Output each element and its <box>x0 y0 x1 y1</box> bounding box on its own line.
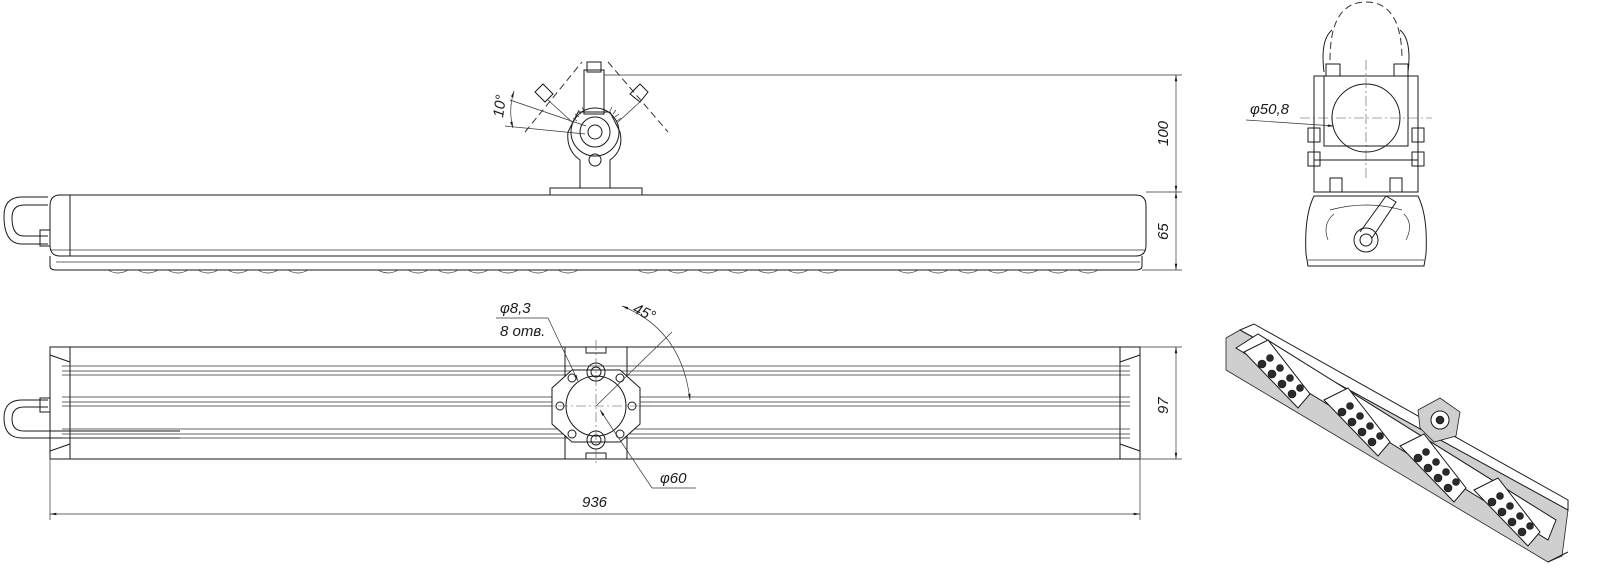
pipe-diameter-label: φ50,8 <box>1250 101 1290 118</box>
tilt-angle-label: 10° <box>490 94 510 119</box>
body-height-label: 65 <box>1155 223 1172 240</box>
overall-length-label: 936 <box>582 494 608 511</box>
bracket-plate-top <box>540 340 652 466</box>
pipe-dashed <box>1329 1 1403 61</box>
cable-loop-top <box>3 399 180 439</box>
side-bolts <box>1307 63 1425 193</box>
side-view: φ50,8 <box>1245 1 1432 267</box>
bracket-height-label: 100 <box>1155 120 1172 146</box>
body-profile <box>1305 195 1427 267</box>
front-view: 10° 100 65 <box>3 61 1182 274</box>
iso-bracket <box>1417 397 1461 443</box>
led-lens-row <box>107 269 1099 274</box>
led-modules <box>1243 339 1541 547</box>
top-view: φ8,3 8 отв. 45° φ60 97 936 <box>3 300 1182 520</box>
hole-angle-label: 45° <box>630 300 658 325</box>
isometric-view <box>1225 323 1569 563</box>
hole-diameter-label: φ8,3 <box>500 300 531 317</box>
cable-loop <box>3 196 48 245</box>
luminaire-body <box>49 194 1147 257</box>
mounting-bracket <box>524 61 669 196</box>
hole-count-label: 8 отв. <box>500 323 545 340</box>
flange-diameter-label: φ60 <box>660 470 687 487</box>
body-width-label: 97 <box>1155 397 1172 414</box>
